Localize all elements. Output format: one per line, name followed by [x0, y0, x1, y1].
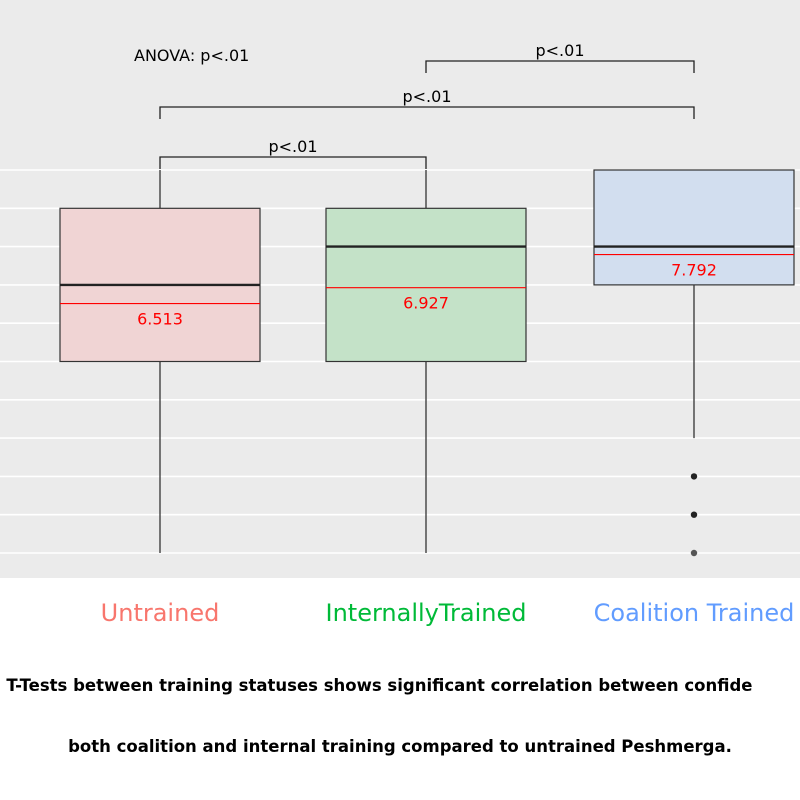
- box-plot: 6.513 6.927 7.792 p<.01 p<.01 p<.01 ANOVA: p…: [0, 0, 800, 627]
- significance-label: p<.01: [268, 137, 317, 156]
- significance-label: p<.01: [402, 87, 451, 106]
- outlier-point: [690, 511, 698, 518]
- significance-bracket: [159, 106, 695, 119]
- outlier-point: [690, 549, 698, 557]
- significance-bracket: [159, 156, 427, 169]
- figure-caption-line-1: : T-Tests between training statuses show…: [0, 676, 753, 695]
- mean-value-label: 6.927: [403, 294, 449, 313]
- box-iqr: [325, 207, 527, 363]
- significance-label: p<.01: [535, 41, 584, 60]
- mean-value-label: 6.513: [137, 310, 183, 329]
- category-label: InternallyTrained: [326, 599, 527, 627]
- category-label: Coalition Trained: [594, 599, 795, 627]
- mean-value-label: 7.792: [671, 261, 717, 280]
- category-label: Untrained: [101, 599, 220, 627]
- figure-caption-line-2: both coalition and internal training com…: [68, 737, 732, 756]
- outlier-point: [690, 473, 698, 480]
- anova-annotation: ANOVA: p<.01: [134, 46, 249, 65]
- significance-bracket: [425, 60, 695, 73]
- box-iqr: [593, 169, 795, 286]
